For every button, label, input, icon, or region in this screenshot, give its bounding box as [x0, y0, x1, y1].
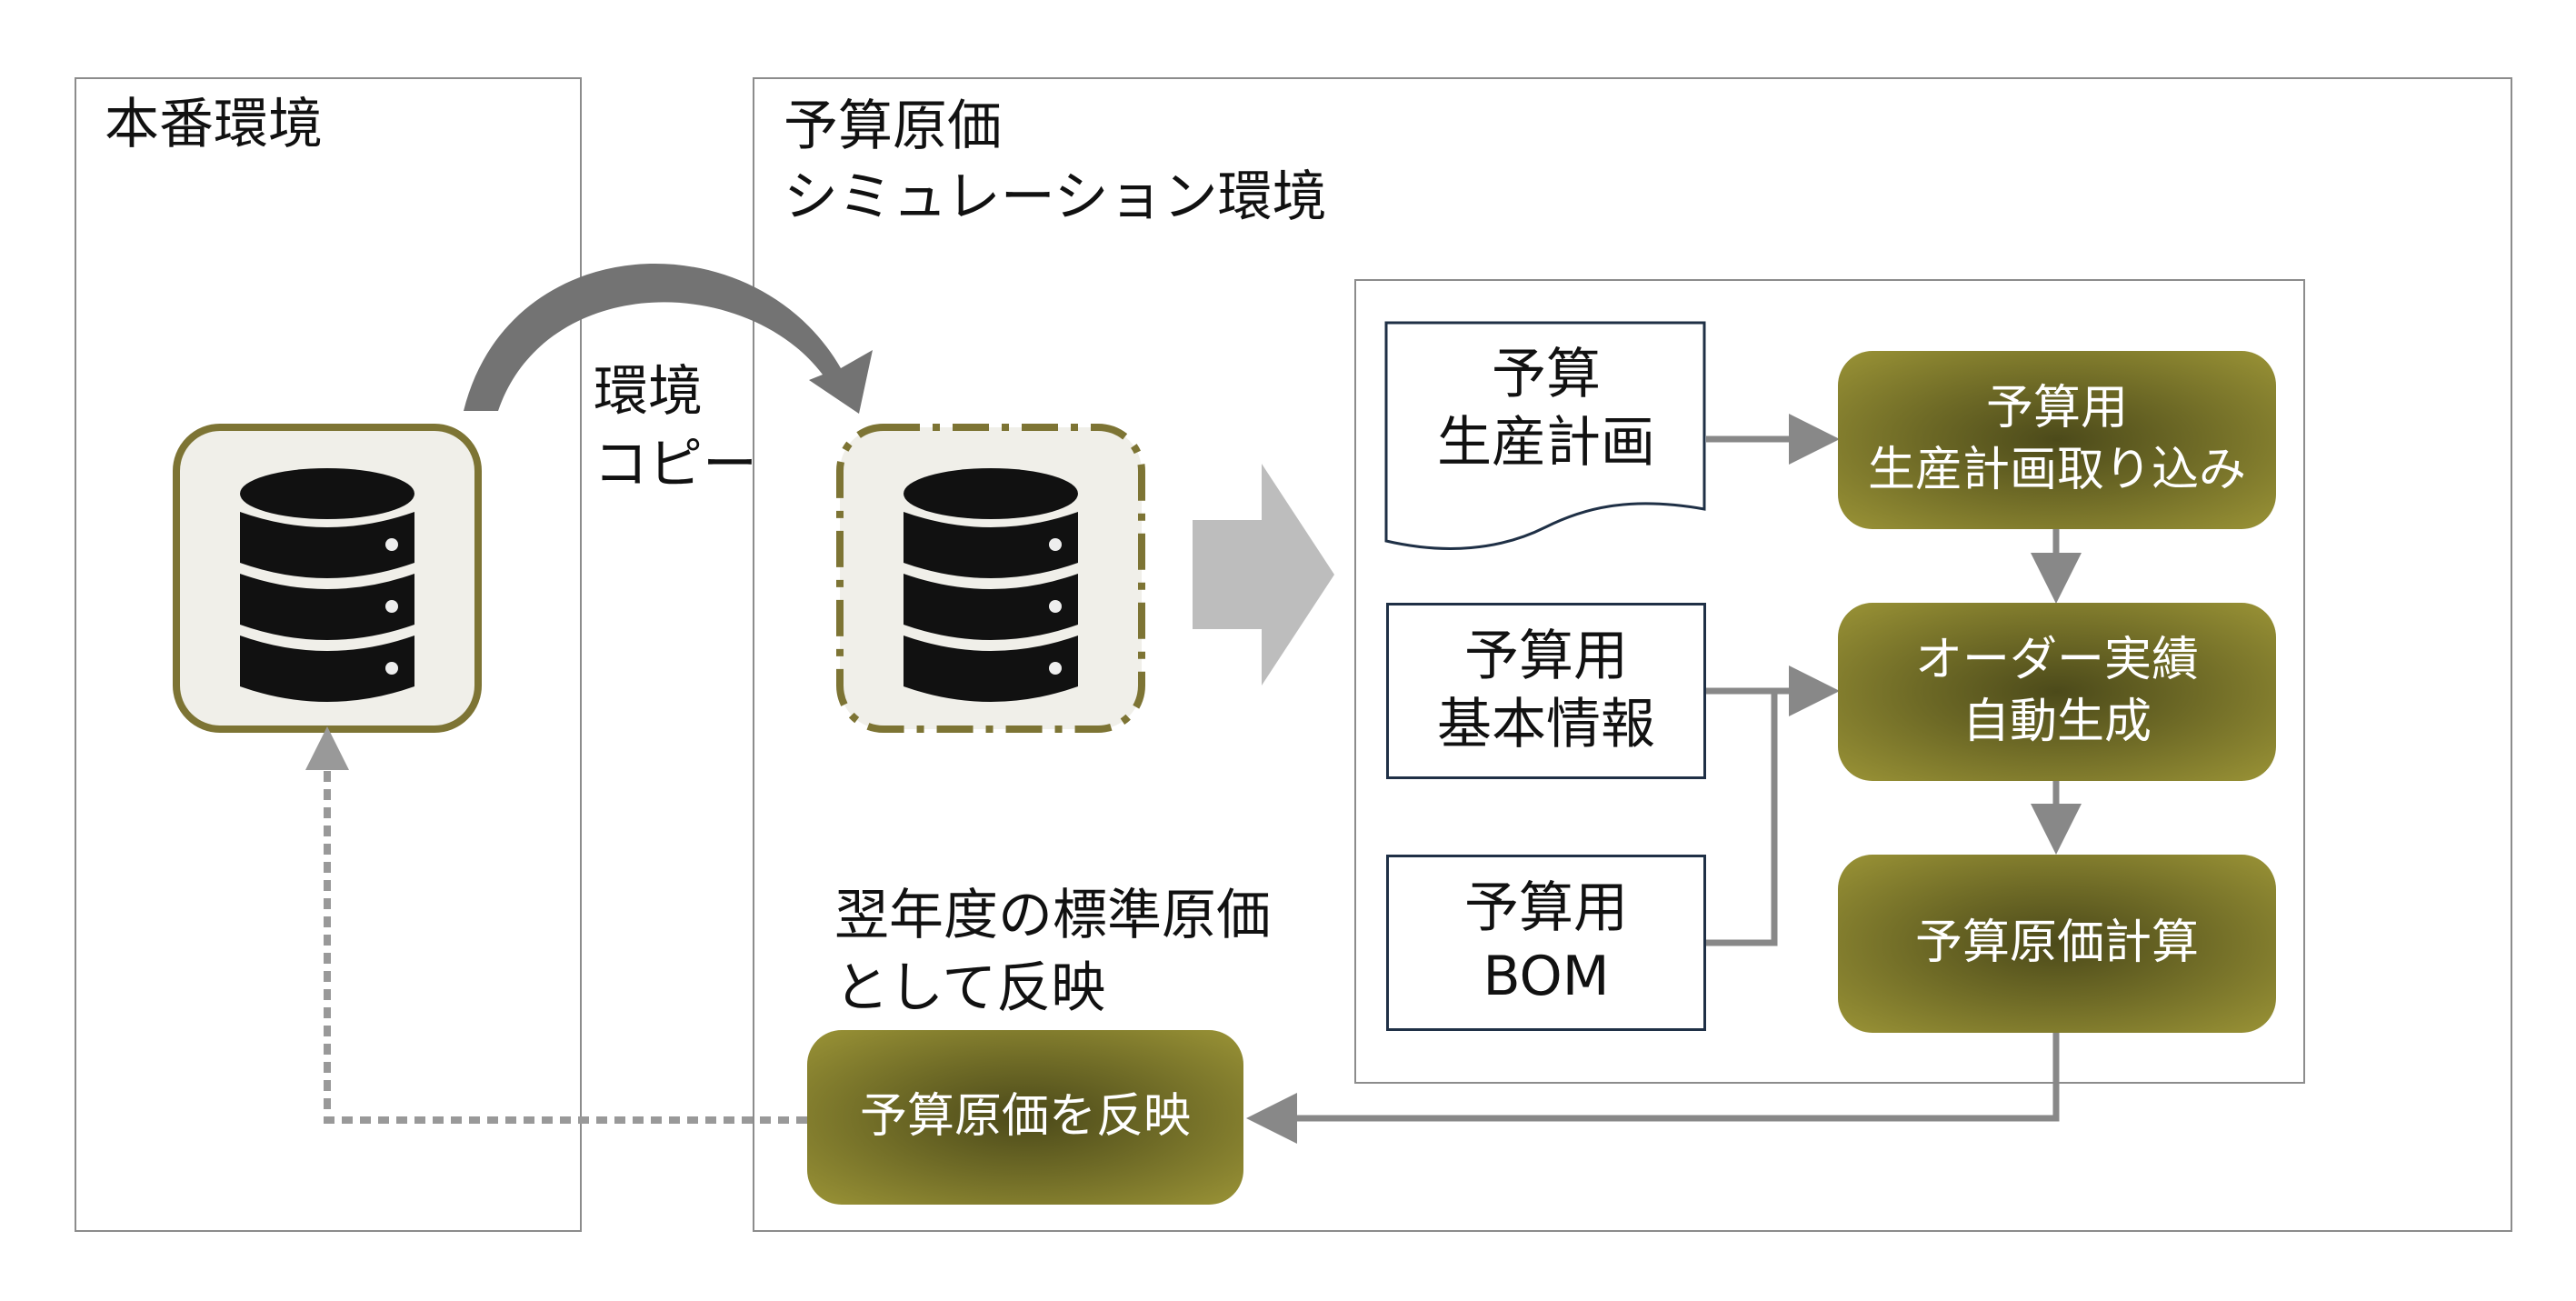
flow-to-process-arrow	[1193, 464, 1334, 686]
environment-copy-label: 環境 コピー	[594, 360, 757, 496]
simulation-environment-frame	[753, 77, 2512, 1232]
environment-copy-arrow	[464, 264, 873, 414]
simulation-database-icon	[836, 424, 1145, 733]
process-reflect-budget-cost: 予算原価を反映	[807, 1030, 1243, 1205]
production-environment-frame	[75, 77, 582, 1232]
simulation-process-panel	[1354, 279, 2305, 1084]
arrow-costcalc-to-reflect	[1246, 1032, 2060, 1144]
production-environment-title: 本番環境	[105, 93, 323, 156]
arrow-bom-join	[1706, 691, 1778, 946]
process-budget-cost-calculation: 予算原価計算	[1838, 855, 2276, 1033]
simulation-environment-title: 予算原価 シミュレーション環境	[784, 95, 1327, 229]
input-budget-bom: 予算用 BOM	[1386, 855, 1706, 1031]
input-budget-production-plan: 予算 生産計画	[1437, 343, 1655, 475]
budget-plan-document-shape	[1384, 321, 1706, 550]
process-auto-generate-orders: オーダー実績 自動生成	[1838, 603, 2276, 781]
production-database-icon	[173, 424, 482, 733]
reflect-next-year-label: 翌年度の標準原価 として反映	[834, 884, 1271, 1020]
process-import-production-plan: 予算用 生産計画取り込み	[1838, 351, 2276, 529]
input-budget-master-info: 予算用 基本情報	[1386, 603, 1706, 779]
reflect-feedback-dotted-arrow	[305, 726, 807, 1124]
